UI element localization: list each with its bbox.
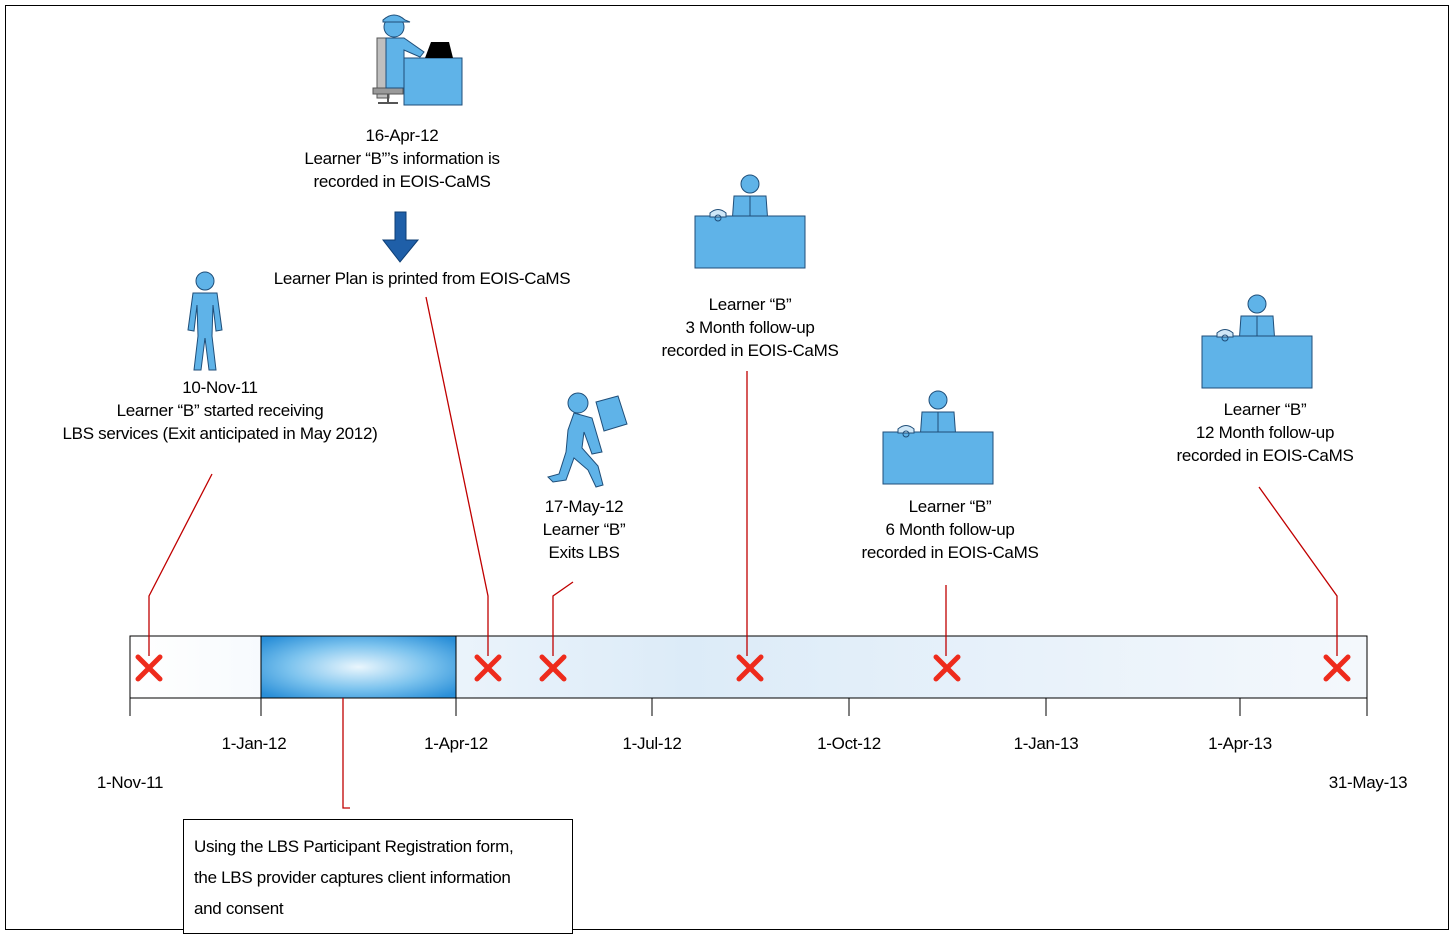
leader-exit [552,581,574,656]
phone-desk-icon-6month [882,390,994,485]
axis-start-label: 1-Nov-11 [96,773,164,792]
leader-12month [1258,486,1338,656]
registration-note-line: Using the LBS Participant Registration f… [194,837,514,856]
tick-label-apr12: 1-Apr-12 [424,734,488,753]
label-followup-3: Learner “B” 3 Month follow-up recorded i… [661,295,839,360]
registration-note-line: and consent [194,899,284,918]
axis-end-label: 31-May-13 [1328,773,1408,792]
label-followup-12: Learner “B” 12 Month follow-up recorded … [1176,400,1354,465]
label-exit: 17-May-12 Learner “B” Exits LBS [542,497,626,562]
registration-note: Using the LBS Participant Registration f… [183,819,573,934]
diagram-frame [5,5,1449,930]
leader-lines [148,296,1338,809]
tick-label-jul12: 1-Jul-12 [622,734,682,753]
leader-plan [425,296,489,656]
tick-label-apr13: 1-Apr-13 [1208,734,1272,753]
desk-worker-icon [372,14,463,106]
tick-label-jan12: 1-Jan-12 [221,734,287,753]
label-plan-printed: Learner Plan is printed from EOIS-CaMS [273,269,571,288]
label-followup-6: Learner “B” 6 Month follow-up recorded i… [861,497,1039,562]
leader-registration [342,698,350,809]
axis-ticks [129,698,1368,716]
phone-desk-icon-3month [694,174,806,269]
tick-label-jan13: 1-Jan-13 [1013,734,1079,753]
registration-note-line: the LBS provider captures client informa… [194,868,511,887]
carrying-person-icon [547,392,628,488]
label-recorded: 16-Apr-12 Learner “B”’s information is r… [304,126,500,191]
tick-label-oct12: 1-Oct-12 [817,734,881,753]
person-icon [187,271,223,371]
label-start: 10-Nov-11 Learner “B” started receiving … [62,378,378,443]
phone-desk-icon-12month [1201,294,1313,389]
leader-start [148,473,213,656]
down-arrow-icon [381,211,420,263]
registration-period [260,635,457,699]
